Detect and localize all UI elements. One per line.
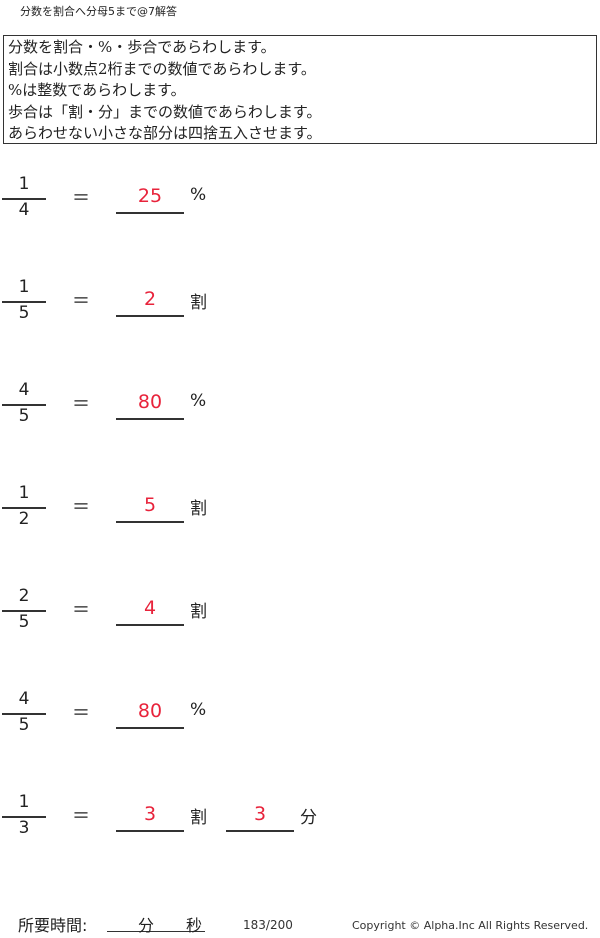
answer-underline: [116, 418, 184, 420]
numerator: 1: [18, 174, 30, 194]
unit-label: 割: [190, 808, 207, 828]
answer-underline: [116, 212, 184, 214]
instruction-line: あらわせない小さな部分は四捨五入させます。: [8, 124, 322, 142]
numerator: 2: [18, 586, 30, 606]
page-number: 183/200: [243, 918, 293, 932]
problem-row: 2 5 ＝ 4 割: [0, 586, 600, 658]
answer-underline: [116, 315, 184, 317]
instruction-line: 歩合は「割・分」までの数値であらわします。: [8, 102, 322, 121]
numerator: 1: [18, 792, 30, 812]
answer-2: 3: [253, 803, 267, 825]
denominator: 5: [18, 612, 30, 632]
problem-row: 1 5 ＝ 2 割: [0, 277, 600, 349]
time-underline: [107, 931, 205, 932]
time-label: 所要時間:: [18, 916, 88, 935]
denominator: 5: [18, 715, 30, 735]
numerator: 1: [18, 483, 30, 503]
instruction-line: 分数を割合・%・歩合であらわします。: [8, 38, 276, 56]
minutes-label: 分: [138, 916, 155, 935]
answer: 3: [143, 803, 157, 825]
denominator: 4: [18, 200, 30, 220]
denominator: 2: [18, 509, 30, 529]
fraction-bar: [2, 713, 46, 715]
problem-row: 4 5 ＝ 80 %: [0, 380, 600, 452]
numerator: 4: [18, 689, 30, 709]
fraction-bar: [2, 198, 46, 200]
fraction-bar: [2, 610, 46, 612]
worksheet-title: 分数を割合へ分母5まで@7解答: [20, 5, 177, 18]
numerator: 4: [18, 380, 30, 400]
answer-underline: [116, 521, 184, 523]
answer-underline: [116, 727, 184, 729]
instruction-line: %は整数であらわします。: [8, 81, 186, 99]
equals-sign: ＝: [72, 291, 90, 312]
unit-label: 割: [190, 499, 207, 519]
equals-sign: ＝: [72, 806, 90, 827]
answer-2-underline: [226, 830, 294, 832]
denominator: 5: [18, 406, 30, 426]
answer: 25: [137, 185, 163, 207]
answer-underline: [116, 624, 184, 626]
equals-sign: ＝: [72, 394, 90, 415]
equals-sign: ＝: [72, 188, 90, 209]
problem-row: 1 2 ＝ 5 割: [0, 483, 600, 555]
problem-row: 4 5 ＝ 80 %: [0, 689, 600, 761]
equals-sign: ＝: [72, 600, 90, 621]
unit-label: %: [190, 700, 207, 720]
numerator: 1: [18, 277, 30, 297]
unit-label-2: 分: [300, 808, 317, 828]
denominator: 5: [18, 303, 30, 323]
unit-label: %: [190, 185, 207, 205]
fraction-bar: [2, 507, 46, 509]
unit-label: 割: [190, 293, 207, 313]
fraction-bar: [2, 404, 46, 406]
instruction-line: 割合は小数点2桁までの数値であらわします。: [8, 59, 316, 78]
answer-underline: [116, 830, 184, 832]
answer: 2: [143, 288, 157, 310]
copyright: Copyright © Alpha.Inc All Rights Reserve…: [352, 919, 589, 932]
fraction-bar: [2, 301, 46, 303]
equals-sign: ＝: [72, 497, 90, 518]
denominator: 3: [18, 818, 30, 838]
answer: 4: [143, 597, 157, 619]
equals-sign: ＝: [72, 703, 90, 724]
instructions-box: 分数を割合・%・歩合であらわします。 割合は小数点2桁までの数値であらわします。…: [3, 35, 597, 144]
unit-label: 割: [190, 602, 207, 622]
seconds-label: 秒: [186, 916, 203, 935]
fraction-bar: [2, 816, 46, 818]
answer: 5: [143, 494, 157, 516]
answer: 80: [137, 391, 163, 413]
problem-row: 1 3 ＝ 3 割 3 分: [0, 792, 600, 864]
unit-label: %: [190, 391, 207, 411]
problem-row: 1 4 ＝ 25 %: [0, 174, 600, 246]
answer: 80: [137, 700, 163, 722]
